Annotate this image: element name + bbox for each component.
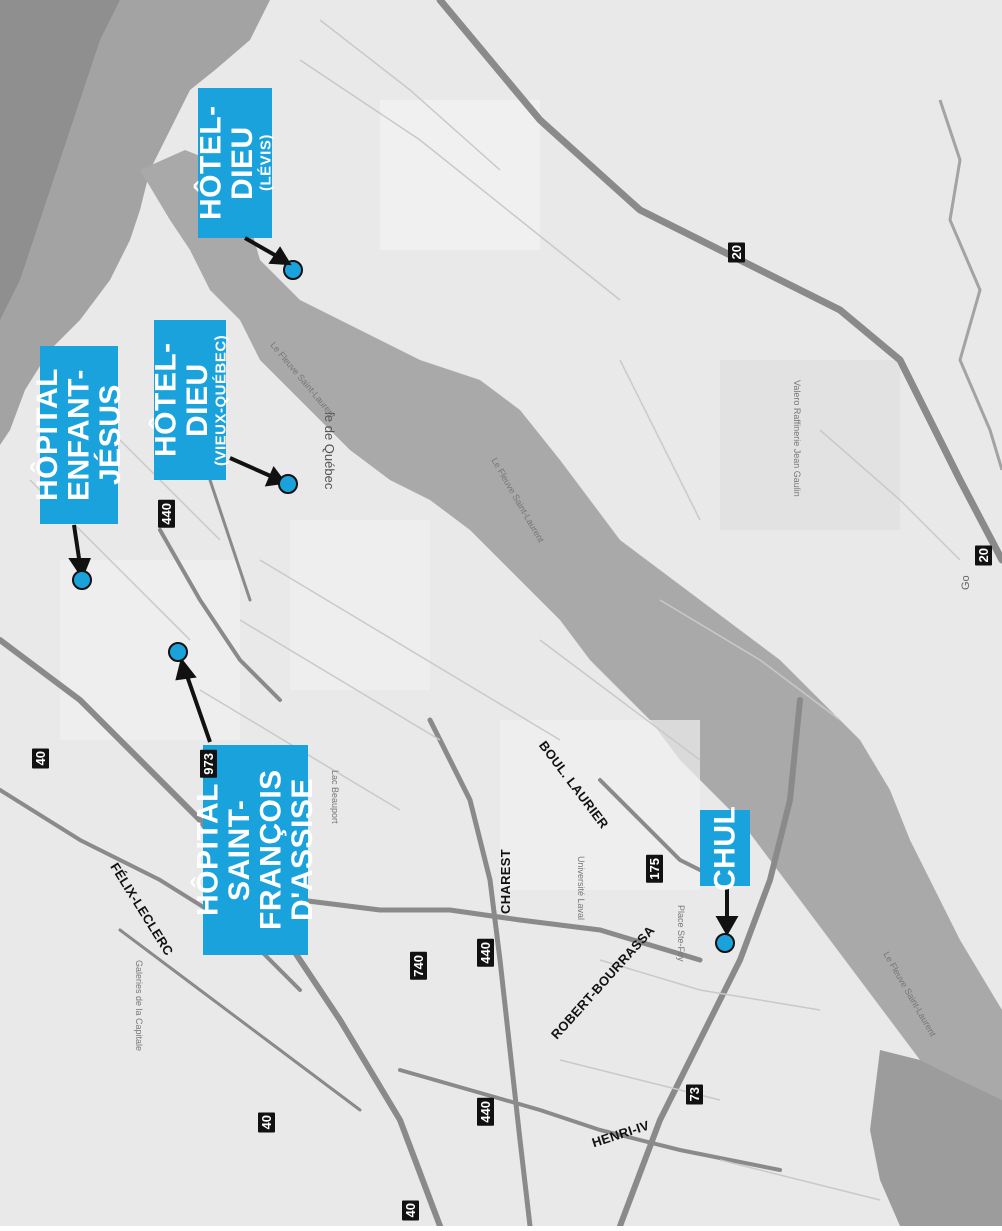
arrow-hotel-dieu-quebec <box>229 456 276 480</box>
highway-73 <box>617 697 803 1229</box>
marker-saint-francois[interactable] <box>168 642 188 662</box>
highway-shield-175: 175 <box>646 855 663 883</box>
highway-20-north <box>436 0 1002 564</box>
hospital-name-line2: ENFANT-JÉSUS <box>62 369 127 501</box>
highway-440-north <box>208 478 252 602</box>
minor-roads <box>29 19 961 1201</box>
marker-chul[interactable] <box>715 933 735 953</box>
label-enfant-jesus[interactable]: HÔPITAL ENFANT-JÉSUS <box>31 346 127 524</box>
highway-shield-40: 40 <box>258 1112 275 1133</box>
urban-block <box>500 720 700 890</box>
road-minor <box>118 928 362 1112</box>
marker-hotel-dieu-quebec[interactable] <box>278 474 298 494</box>
hospital-name-line2: (VIEUX-QUÉBEC) <box>212 334 230 466</box>
arrow-saint-francois <box>183 669 212 743</box>
highway-shield-73: 73 <box>686 1084 703 1105</box>
arrowhead <box>715 916 739 937</box>
highway-shield-20: 20 <box>728 242 745 263</box>
urban-block <box>290 520 430 690</box>
highway-shield-440: 440 <box>158 500 175 528</box>
highway-740 <box>427 717 533 1229</box>
hospital-name-line1: CHUL <box>708 805 742 891</box>
highway-shield-40: 40 <box>32 748 49 769</box>
urban-block <box>380 100 540 250</box>
hospital-name-line3: D'ASSISE <box>286 778 319 922</box>
marker-enfant-jesus[interactable] <box>72 570 92 590</box>
hospital-name-line2: SAINT-FRANÇOIS <box>223 769 288 931</box>
henri-iv <box>398 1068 782 1172</box>
hospital-name-line1: HÔPITAL <box>30 368 64 502</box>
arrow-hotel-dieu-levis <box>244 236 281 260</box>
hospital-name-line1: HÔTEL-DIEU <box>149 342 215 458</box>
map-text-valero: Valero Raffinerie Jean Gaulin <box>792 380 802 497</box>
map-text-go: Go <box>960 575 972 590</box>
highway-shield-740: 740 <box>410 952 427 980</box>
map-text-place-ste-foy: Place Ste-Foy <box>676 905 686 962</box>
arrowhead <box>268 246 292 266</box>
highway-973 <box>158 528 282 702</box>
label-saint-francois[interactable]: HÔPITAL SAINT-FRANÇOIS D'ASSISE <box>192 745 319 955</box>
arrowhead <box>68 558 91 580</box>
map-text-vieux-quebec: le de Québec <box>322 412 337 490</box>
water-area <box>0 0 120 320</box>
arrowhead <box>175 657 197 681</box>
label-chul[interactable]: CHUL <box>700 805 750 891</box>
highway-shield-40: 40 <box>402 1200 419 1221</box>
river-st-laurent <box>140 150 1002 1120</box>
creek <box>938 99 1002 471</box>
highway-shield-973: 973 <box>200 750 217 778</box>
water-area <box>870 1050 1002 1226</box>
map-text-galeries: Galeries de la Capitale <box>134 960 144 1052</box>
label-hotel-dieu-quebec[interactable]: HÔTEL-DIEU (VIEUX-QUÉBEC) <box>149 320 230 480</box>
map-text-lac-beauport: Lac Beauport <box>330 770 340 824</box>
map-text-universite: Université Laval <box>576 856 586 921</box>
urban-block <box>720 360 900 530</box>
road-label-charest: CHAREST <box>498 849 513 914</box>
highway-shield-440: 440 <box>477 939 494 967</box>
highway-shield-440: 440 <box>477 1098 494 1126</box>
highway-440 <box>297 897 703 963</box>
highway-shield-20: 20 <box>975 545 992 566</box>
hospital-name-line1: HÔPITAL <box>191 783 225 917</box>
